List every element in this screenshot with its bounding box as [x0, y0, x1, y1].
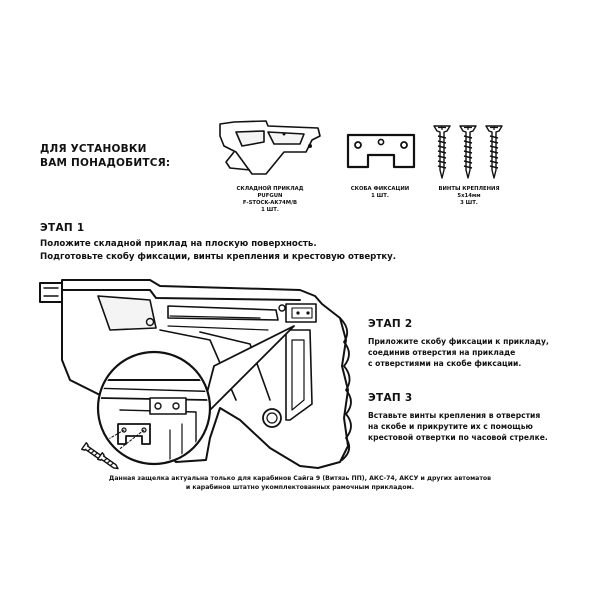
- step3-line-1: Вставьте винты крепления в отверстия: [368, 411, 541, 420]
- requirements-title-line-2: ВАМ ПОНАДОБИТСЯ:: [40, 157, 171, 169]
- step1-text: Положите складной приклад на плоскую пов…: [40, 238, 396, 264]
- step3-line-3: крестовой отвертки по часовой стрелке.: [368, 433, 548, 442]
- bracket-caption-line-1: СКОБА ФИКСАЦИИ: [350, 186, 410, 192]
- screws-caption-line-3: 3 ШТ.: [460, 200, 478, 206]
- fixing-bracket-icon: [346, 133, 416, 169]
- step2-line-1: Приложите скобу фиксации к прикладу,: [368, 337, 549, 346]
- step2-line-2: соединив отверстия на прикладе: [368, 348, 516, 357]
- step3-text: Вставьте винты крепления в отверстия на …: [368, 410, 548, 443]
- stock-caption-line-3: F-STOCK-AK74M/B: [242, 200, 298, 206]
- step3-heading: ЭТАП 3: [368, 392, 413, 404]
- step3-line-2: на скобе и прикрутите их с помощью: [368, 422, 533, 431]
- folding-stock-icon: [219, 120, 321, 175]
- note-line-1: Данная защелка актуальна только для кара…: [108, 475, 492, 482]
- step2-text: Приложите скобу фиксации к прикладу, сое…: [368, 336, 549, 369]
- step2-line-3: с отверстиями на скобе фиксации.: [368, 359, 522, 368]
- screws-caption-line-1: ВИНТЫ КРЕПЛЕНИЯ: [438, 186, 500, 192]
- requirements-title-line-1: ДЛЯ УСТАНОВКИ: [40, 143, 147, 155]
- step2-heading: ЭТАП 2: [368, 318, 413, 330]
- stock-caption-line-2: PUFGUN: [257, 193, 283, 199]
- screws-caption: ВИНТЫ КРЕПЛЕНИЯ 5x14мм 3 ШТ.: [419, 186, 519, 207]
- step1-heading: ЭТАП 1: [40, 222, 85, 234]
- requirements-title: ДЛЯ УСТАНОВКИ ВАМ ПОНАДОБИТСЯ:: [40, 142, 170, 170]
- bracket-caption-line-2: 1 ШТ.: [371, 193, 389, 199]
- note-line-2: и карабинов штатно укомплектованных рамо…: [185, 484, 415, 491]
- step1-line-2: Подготовьте скобу фиксации, винты крепле…: [40, 252, 397, 262]
- step1-line-1: Положите складной приклад на плоскую пов…: [40, 239, 317, 249]
- bracket-caption: СКОБА ФИКСАЦИИ 1 ШТ.: [330, 186, 430, 200]
- stock-caption-line-4: 1 ШТ.: [261, 207, 279, 213]
- stock-caption: СКЛАДНОЙ ПРИКЛАД PUFGUN F-STOCK-AK74M/B …: [220, 186, 320, 214]
- screws-caption-line-2: 5x14мм: [457, 193, 481, 199]
- stock-caption-line-1: СКЛАДНОЙ ПРИКЛАД: [236, 186, 304, 192]
- compatibility-note: Данная защелка актуальна только для кара…: [0, 474, 600, 492]
